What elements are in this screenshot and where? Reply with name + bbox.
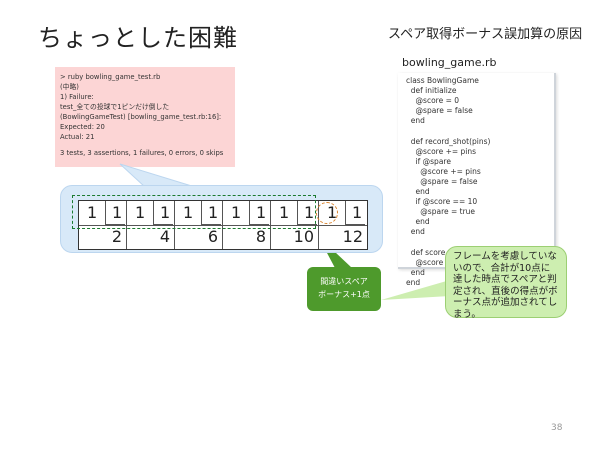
code-filename: bowling_game.rb	[402, 56, 497, 69]
code-line: @score += pins	[406, 166, 481, 176]
terminal-line: Expected: 20	[60, 123, 105, 131]
first-roll: 1	[279, 203, 290, 222]
second-roll: 1	[304, 203, 315, 222]
terminal-line: (BowlingGameTest) [bowling_game_test.rb:…	[60, 113, 222, 121]
bonus-roll-highlight	[316, 202, 338, 224]
code-line: @spare = false	[406, 176, 478, 186]
frame-total: 10	[293, 227, 314, 246]
second-roll: 1	[208, 203, 219, 222]
code-line: @spare = true	[406, 207, 476, 217]
score-row-divider	[79, 225, 367, 226]
first-ten-rolls-highlight	[72, 195, 316, 229]
blue-callout-tail	[119, 163, 196, 188]
first-roll: 1	[231, 203, 242, 222]
first-roll: 1	[87, 203, 98, 222]
explanation-callout: フレームを考慮していないので、合計が10点に達した時点でスペアと判定され、直後の…	[445, 246, 567, 320]
code-panel: class BowlingGame def initialize @score …	[398, 73, 556, 287]
code-line: def record_shot(pins)	[406, 136, 491, 146]
code-line: @spare = false	[406, 106, 473, 116]
frame-total: 6	[207, 227, 218, 246]
second-roll-box: 1	[249, 201, 269, 225]
code-line: end	[406, 217, 430, 227]
code-line: end	[406, 116, 425, 126]
code-line: end	[406, 227, 425, 237]
code-line: def initialize	[406, 86, 457, 96]
second-roll-box: 1	[345, 201, 365, 225]
second-roll: 1	[160, 203, 171, 222]
code-line	[406, 126, 546, 136]
code-line: @score += pins	[406, 146, 477, 156]
second-roll-box: 1	[297, 201, 317, 225]
slide-subtitle: スペア取得ボーナス誤加算の原因	[388, 27, 583, 42]
terminal-summary: 3 tests, 3 assertions, 1 failures, 0 err…	[60, 149, 224, 157]
frame-total: 12	[342, 227, 363, 246]
code-line: end	[406, 187, 430, 197]
first-roll: 1	[135, 203, 146, 222]
code-line: if @spare	[406, 156, 451, 166]
second-roll: 1	[112, 203, 123, 222]
code-line: end	[406, 267, 425, 277]
wrong-spare-text: 間違いスペア ボーナス+1点	[318, 277, 370, 299]
page-number: 38	[551, 423, 563, 433]
code-line: end	[406, 277, 421, 287]
terminal-line: 1) Failure:	[60, 93, 94, 101]
second-roll: 1	[352, 203, 363, 222]
second-roll-box: 1	[201, 201, 221, 225]
explanation-text: フレームを考慮していないので、合計が10点に達した時点でスペアと判定され、直後の…	[453, 251, 558, 320]
terminal-line: test_全ての投球で1ピンだけ倒した	[60, 103, 170, 111]
second-roll-box: 1	[105, 201, 125, 225]
terminal-line: > ruby bowling_game_test.rb	[60, 73, 161, 81]
wrong-spare-callout: 間違いスペア ボーナス+1点	[307, 267, 381, 311]
code-line: @score = 0	[406, 96, 460, 106]
slide-title: ちょっとした困難	[38, 24, 238, 52]
code-line: def score	[406, 247, 446, 257]
second-roll: 1	[256, 203, 267, 222]
terminal-line: Actual: 21	[60, 133, 95, 141]
frame-total: 4	[159, 227, 170, 246]
frame-total: 8	[255, 227, 266, 246]
code-line: @score	[406, 257, 444, 267]
code-line: class BowlingGame	[406, 76, 479, 85]
code-line: if @score == 10	[406, 197, 478, 207]
frame-total: 2	[111, 227, 122, 246]
first-roll: 1	[183, 203, 194, 222]
terminal-line: (中略)	[60, 83, 79, 91]
second-roll-box: 1	[153, 201, 173, 225]
terminal-output: > ruby bowling_game_test.rb (中略) 1) Fail…	[55, 67, 235, 167]
